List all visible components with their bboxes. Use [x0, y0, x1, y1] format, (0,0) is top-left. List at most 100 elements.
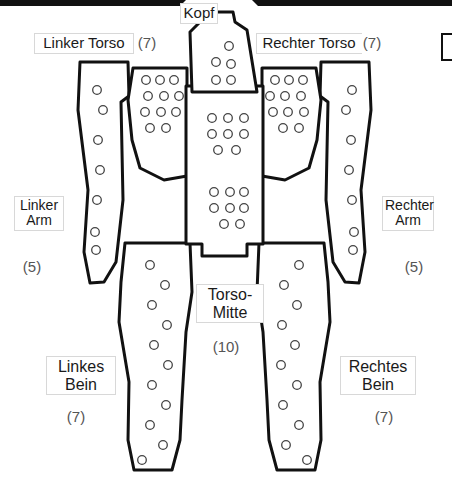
armor-dot	[240, 130, 249, 139]
armor-dot	[295, 261, 304, 270]
armor-value: (5)	[18, 258, 46, 277]
location-label: Linker Arm	[14, 196, 64, 231]
left-leg	[119, 243, 192, 470]
armor-dot	[146, 421, 155, 430]
armor-dot	[175, 92, 184, 101]
armor-dot	[300, 108, 309, 117]
armor-dot	[279, 401, 288, 410]
armor-dot	[161, 281, 170, 290]
header-bar	[252, 0, 452, 6]
armor-dot	[350, 228, 359, 237]
armor-dot	[163, 321, 172, 330]
armor-dot	[162, 124, 171, 133]
armor-dot	[99, 106, 108, 115]
armor-dot	[299, 76, 308, 85]
armor-dot	[212, 58, 221, 67]
armor-dot	[164, 361, 173, 370]
armor-dot	[303, 456, 312, 465]
armor-dot	[285, 76, 294, 85]
armor-dot	[227, 60, 236, 69]
armor-dot	[212, 76, 221, 85]
location-label: Linker Torso	[34, 33, 134, 54]
armor-value: (7)	[370, 408, 398, 427]
armor-dot	[146, 124, 155, 133]
armor-dot	[277, 361, 286, 370]
armor-dot	[297, 92, 306, 101]
armor-dot	[150, 341, 159, 350]
armor-dot	[157, 108, 166, 117]
armor-dot	[293, 301, 302, 310]
armor-dots	[91, 42, 359, 465]
armor-dot	[349, 246, 358, 255]
armor-dot	[226, 204, 235, 213]
armor-dot	[345, 166, 354, 175]
head	[190, 12, 257, 92]
armor-dot	[172, 108, 181, 117]
armor-dot	[278, 321, 287, 330]
armor-dot	[220, 220, 229, 229]
armor-dot	[225, 42, 234, 51]
armor-dot	[348, 196, 357, 205]
armor-dot	[227, 76, 236, 85]
armor-dot	[144, 92, 153, 101]
header-bar	[0, 0, 186, 6]
armor-dot	[266, 92, 275, 101]
armor-dot	[208, 114, 217, 123]
location-label: Torso- Mitte	[196, 284, 264, 323]
armor-dot	[170, 76, 179, 85]
location-label: Linkes Bein	[46, 356, 116, 395]
armor-dot	[94, 136, 103, 145]
armor-dot	[240, 188, 249, 197]
armor-value: (10)	[206, 338, 246, 357]
armor-dot	[224, 114, 233, 123]
armor-dot	[159, 441, 168, 450]
armor-dot	[282, 441, 291, 450]
armor-dot	[281, 92, 290, 101]
armor-dot	[162, 401, 171, 410]
armor-dot	[284, 108, 293, 117]
left-half	[78, 62, 192, 470]
armor-dot	[142, 76, 151, 85]
armor-dot	[93, 86, 102, 95]
location-label: Rechter Arm	[382, 196, 434, 231]
armor-dot	[96, 166, 105, 175]
armor-dot	[210, 204, 219, 213]
armor-dot	[148, 381, 157, 390]
armor-dot	[146, 261, 155, 270]
armor-dot	[226, 188, 235, 197]
location-label: Rechter Torso	[256, 33, 362, 54]
armor-dot	[210, 188, 219, 197]
armor-dot	[236, 220, 245, 229]
center-torso	[186, 86, 263, 256]
armor-dot	[271, 76, 280, 85]
armor-dot	[295, 421, 304, 430]
armor-dot	[240, 204, 249, 213]
armor-dot	[208, 130, 217, 139]
armor-dot	[269, 108, 278, 117]
left-arm	[78, 62, 129, 283]
armor-value: (7)	[135, 34, 159, 53]
armor-dot	[92, 246, 101, 255]
armor-dot	[224, 130, 233, 139]
armor-dot	[91, 228, 100, 237]
armor-value: (5)	[400, 258, 428, 277]
armor-dot	[279, 124, 288, 133]
armor-dot	[141, 108, 150, 117]
armor-dot	[240, 114, 249, 123]
armor-value: (7)	[62, 408, 90, 427]
armor-value: (7)	[360, 34, 384, 53]
armor-dot	[156, 76, 165, 85]
armor-dot	[232, 146, 241, 155]
armor-dot	[342, 106, 351, 115]
left-torso	[128, 68, 187, 180]
armor-dot	[138, 456, 147, 465]
armor-dot	[348, 86, 357, 95]
armor-dot	[291, 341, 300, 350]
armor-dot	[93, 196, 102, 205]
armor-dot	[148, 301, 157, 310]
armor-dot	[214, 146, 223, 155]
location-label: Kopf	[180, 3, 218, 24]
armor-dot	[293, 381, 302, 390]
armor-dot	[295, 124, 304, 133]
armor-dot	[280, 281, 289, 290]
